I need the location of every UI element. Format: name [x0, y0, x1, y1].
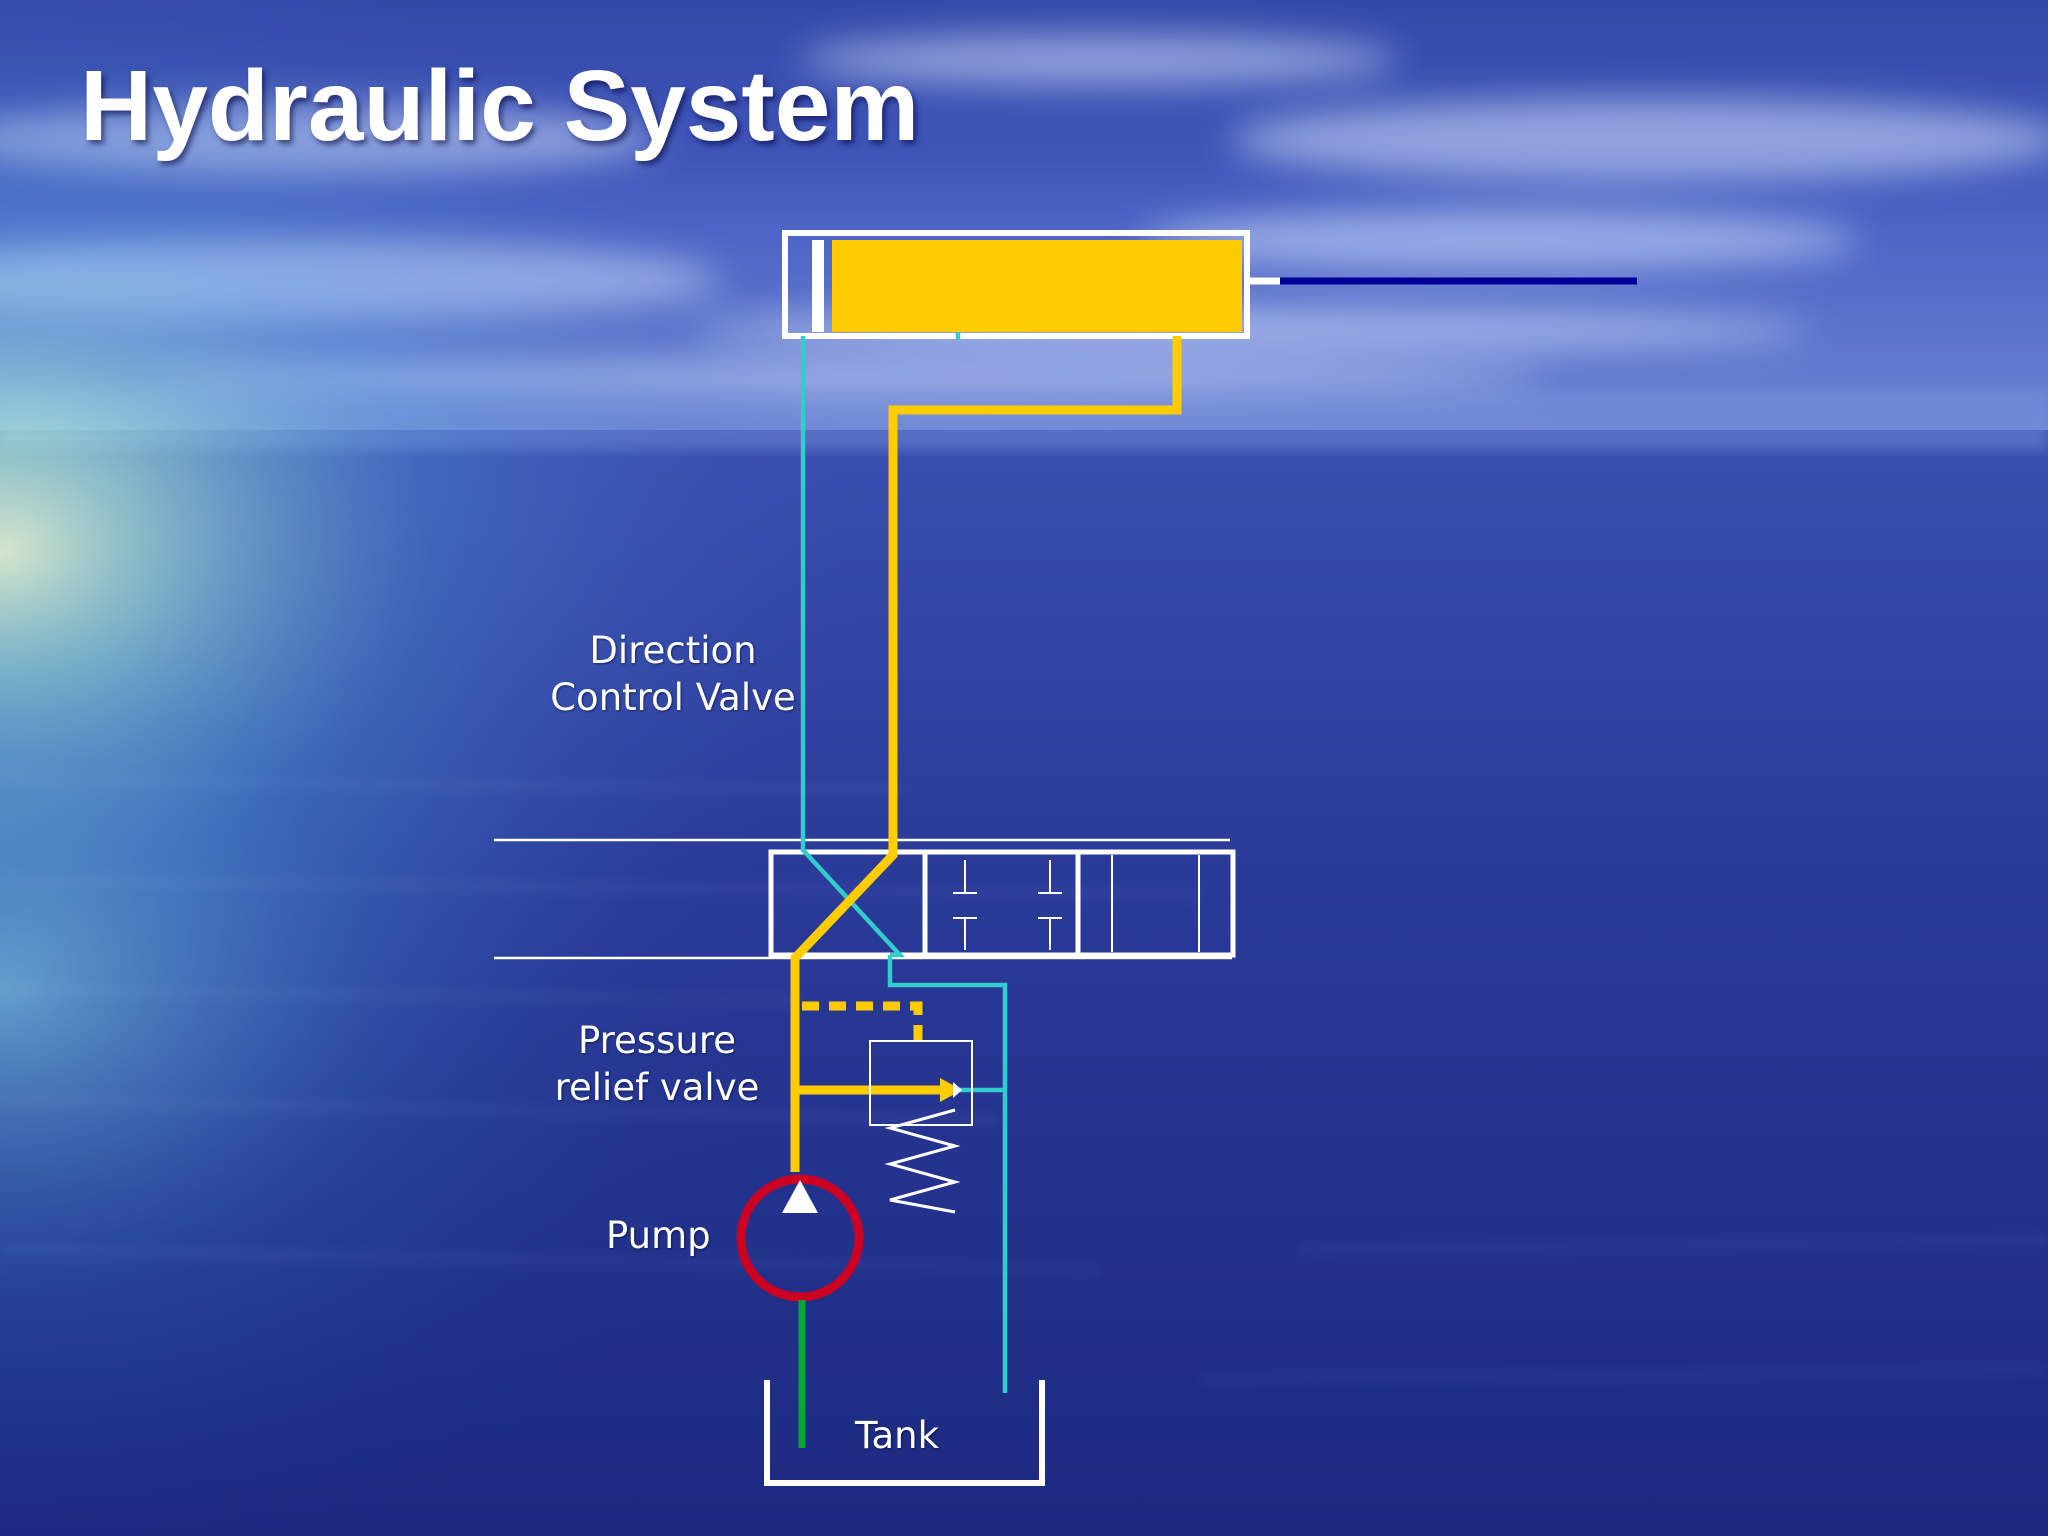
- tank: [764, 1380, 1045, 1486]
- label-line: Pressure: [578, 1019, 736, 1062]
- relief-valve-arrow-icon: [953, 1082, 962, 1098]
- label-line: relief valve: [554, 1066, 760, 1109]
- hydraulic-cylinder: [782, 230, 1637, 339]
- tank-return-line: [887, 955, 1008, 1393]
- relief-valve-spring: [884, 1108, 961, 1214]
- tank-label: Tank: [855, 1414, 940, 1457]
- pump-housing: [736, 1174, 864, 1302]
- cylinder-pressure-line: [790, 336, 1182, 1172]
- label-line: Direction: [589, 629, 757, 672]
- relief-pilot-line: [802, 1001, 923, 1040]
- pump-label: Pump: [606, 1214, 711, 1257]
- pressure-relief-valve: [869, 1040, 973, 1214]
- direction-control-valve: [494, 838, 1236, 960]
- cylinder-piston: [812, 240, 824, 332]
- direction-control-valve-label: Direction Control Valve: [538, 627, 808, 721]
- pump-direction-triangle-icon: [782, 1180, 818, 1213]
- page-title: Hydraulic System: [80, 50, 920, 162]
- pump: [736, 1174, 864, 1302]
- label-line: Control Valve: [550, 676, 796, 719]
- relief-valve-body: [869, 1040, 973, 1126]
- return-lines: [800, 332, 1008, 1393]
- valve-body: [768, 849, 1236, 958]
- cylinder-fluid-chamber: [832, 240, 1242, 332]
- relief-flow-arrow-head: [940, 1078, 962, 1102]
- pressure-lines: [790, 336, 1182, 1172]
- valve-blocked-port-symbol: [953, 860, 1062, 950]
- pressure-relief-valve-label: Pressure relief valve: [532, 1017, 782, 1111]
